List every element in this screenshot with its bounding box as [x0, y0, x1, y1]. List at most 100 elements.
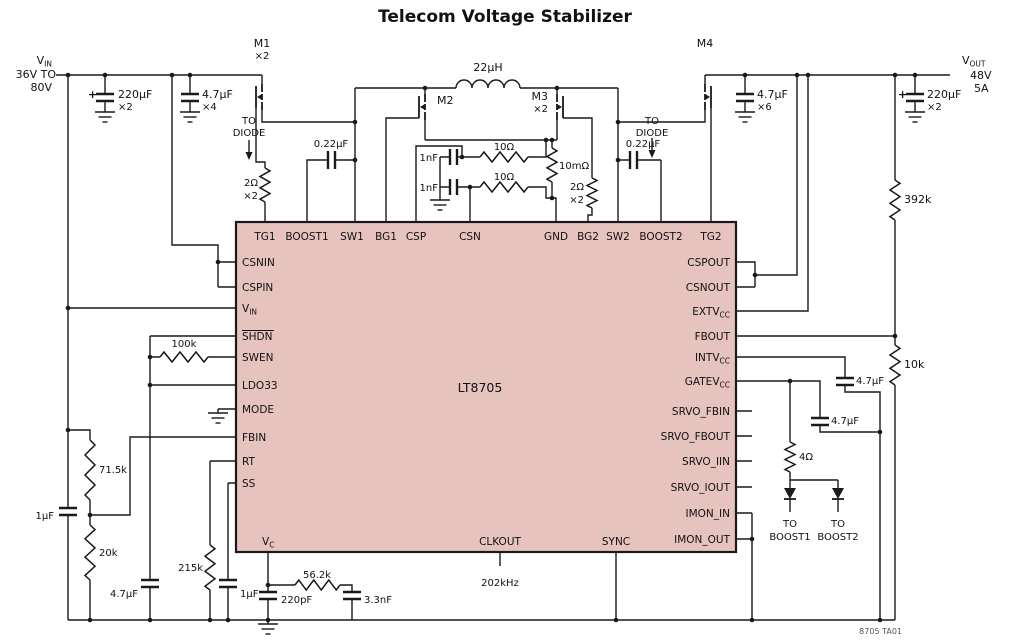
vc-res-label: 56.2k	[303, 570, 331, 581]
vin-cap	[59, 506, 77, 517]
mosfet-m3	[556, 94, 564, 120]
pin-imon-out: IMON_OUT	[674, 534, 730, 546]
ground-icon	[94, 107, 116, 123]
mosfet-m2	[418, 94, 426, 120]
boost-diode-res-label: 4Ω	[799, 452, 813, 463]
wires	[56, 74, 950, 621]
boost-diode-1	[783, 487, 797, 500]
clkout-freq-label: 202kHz	[481, 578, 519, 589]
vc-cap1-label: 220pF	[281, 595, 312, 606]
pin-bg2: BG2	[577, 231, 599, 243]
mosfet-m4	[704, 84, 712, 110]
swen-resistor	[159, 350, 209, 364]
gate-res-1-value: 2Ω	[244, 178, 258, 189]
filter-cap-1-label: 1nF	[420, 153, 439, 164]
resistors	[83, 147, 902, 592]
pin-sync: SYNC	[602, 536, 630, 548]
mosfet-m1	[255, 84, 263, 110]
fbin-resistor-bottom	[83, 524, 97, 581]
pin-ss: SS	[242, 478, 256, 490]
m4-label: M4	[697, 37, 714, 50]
rt-res-label: 215k	[178, 563, 203, 574]
intvcc-cap-label: 4.7µF	[856, 376, 884, 387]
pin-extvcc: EXTVCC	[692, 306, 730, 320]
pin-srvo-iout: SRVO_IOUT	[671, 482, 731, 494]
vin-label: VIN	[37, 54, 52, 69]
ground-icon	[179, 107, 201, 123]
to-diode-left-1: TO	[241, 116, 256, 127]
pin-tg2: TG2	[699, 231, 721, 243]
vc-resistor	[294, 578, 341, 592]
ldo-cap	[141, 578, 159, 589]
to-diode-right-1: TO	[644, 116, 659, 127]
pin-cspin: CSPIN	[242, 282, 273, 294]
pin-sw1: SW1	[340, 231, 364, 243]
cin-bulk-mult: ×2	[118, 102, 133, 113]
to-boost1-1: TO	[782, 519, 797, 530]
pin-clkout: CLKOUT	[479, 536, 521, 548]
ic-part-number: LT8705	[458, 380, 503, 395]
vout-label: VOUT	[962, 54, 986, 69]
to-diode-left-2: DIODE	[233, 128, 266, 139]
ss-cap-label: 1µF	[240, 589, 259, 600]
gatevcc-cap-label: 4.7µF	[831, 416, 859, 427]
filter-cap-2	[448, 179, 459, 195]
to-boost2-1: TO	[830, 519, 845, 530]
ground-icon	[734, 107, 756, 123]
filter-res-2-label: 10Ω	[494, 172, 515, 183]
to-diode-arrow-right	[648, 138, 656, 158]
input-bulk-cap	[96, 92, 114, 103]
cin-bulk-value: 220µF	[118, 88, 152, 101]
vc-cap1	[259, 590, 277, 601]
pin-sw2: SW2	[606, 231, 630, 243]
ldo-cap-label: 4.7µF	[110, 589, 138, 600]
filter-res-1-label: 10Ω	[494, 142, 515, 153]
m3-label: M3	[532, 90, 549, 103]
cin-cer-value: 4.7µF	[202, 88, 233, 101]
inductor-label: 22µH	[473, 61, 502, 74]
filter-cap-1	[448, 149, 459, 165]
capacitors	[59, 92, 924, 601]
ground-icon	[429, 195, 451, 211]
feedback-resistor-bottom	[888, 344, 902, 386]
gate-resistor-2	[585, 177, 599, 209]
pin-bg1: BG1	[375, 231, 397, 243]
m3-mult: ×2	[533, 104, 548, 115]
fbin-res-bot-label: 20k	[99, 548, 118, 559]
filter-resistor-2	[479, 180, 529, 194]
fb-res-top-label: 392k	[904, 193, 932, 206]
inductor-coil	[455, 79, 521, 89]
boost-diode-2	[831, 487, 845, 500]
cout-cer-value: 4.7µF	[757, 88, 788, 101]
fbin-resistor-top	[83, 439, 97, 501]
pin-srvo-fbin: SRVO_FBIN	[672, 406, 730, 418]
vc-cap2-label: 3.3nF	[364, 595, 392, 606]
boost-cap-2-label: 0.22µF	[626, 139, 661, 150]
ss-cap	[219, 578, 237, 589]
fbin-res-top-label: 71.5k	[99, 465, 127, 476]
gate-res-2-mult: ×2	[569, 195, 584, 206]
cout-bulk-value: 220µF	[927, 88, 961, 101]
labels: VIN 36V TO 80V VOUT 48V 5A M1 ×2 M2 M3 ×…	[16, 37, 992, 636]
vin-range-2: 80V	[30, 81, 52, 94]
mosfets	[255, 84, 712, 120]
figure-id: 8705 TA01	[859, 627, 902, 636]
ic-outline	[234, 220, 738, 554]
pin-mode: MODE	[242, 404, 274, 416]
to-diode-right-2: DIODE	[636, 128, 669, 139]
vin-cap-label: 1µF	[36, 511, 55, 522]
intvcc-cap	[836, 376, 854, 387]
m2-label: M2	[437, 94, 454, 107]
sense-resistor	[545, 147, 559, 183]
pin-boost1: BOOST1	[285, 231, 328, 243]
pin-srvo-iin: SRVO_IIN	[682, 456, 730, 468]
to-diode-arrow-left	[245, 140, 253, 160]
pin-csn: CSN	[459, 231, 481, 243]
pin-fbout: FBOUT	[695, 331, 731, 343]
sense-res-label: 10mΩ	[559, 161, 589, 172]
pin-gnd: GND	[544, 231, 568, 243]
schematic-title: Telecom Voltage Stabilizer	[378, 7, 632, 27]
pin-imon-in: IMON_IN	[686, 508, 730, 520]
junction-dots	[65, 72, 918, 623]
